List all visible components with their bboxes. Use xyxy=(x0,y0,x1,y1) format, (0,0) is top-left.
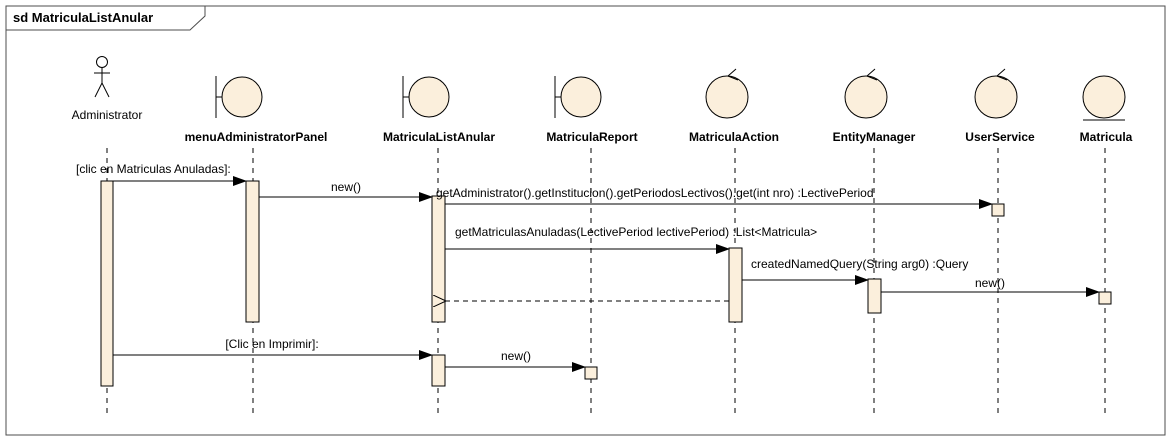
lifeline-label-entity-manager: EntityManager xyxy=(833,130,916,144)
lifeline-label-menu-panel: menuAdministratorPanel xyxy=(185,130,328,144)
diagram-frame xyxy=(5,5,1166,436)
activation-report xyxy=(584,366,598,380)
frame-title-tab xyxy=(6,6,206,31)
message-label: new() xyxy=(975,276,1005,290)
lifeline-label-list-anular: MatriculaListAnular xyxy=(383,130,495,144)
boundary-icon xyxy=(402,76,450,118)
lifeline-label-user-service: UserService xyxy=(965,130,1035,144)
activation-list-anular-2 xyxy=(431,354,446,387)
activation-entity-manager xyxy=(867,278,882,314)
activation-menu-panel xyxy=(245,180,260,323)
message-label: [Clic en Imprimir]: xyxy=(225,337,318,351)
lifeline-label-action: MatriculaAction xyxy=(689,130,779,144)
message-label: new() xyxy=(331,180,361,194)
control-icon xyxy=(844,68,888,119)
message-label: getAdministrator().getInstitucion().getP… xyxy=(436,186,874,200)
activation-matricula xyxy=(1098,291,1112,305)
actor-icon xyxy=(94,56,110,98)
actor-label-administrator: Administrator xyxy=(72,108,143,122)
entity-icon xyxy=(1082,75,1126,121)
control-icon xyxy=(974,68,1018,119)
control-icon xyxy=(705,68,749,119)
boundary-icon xyxy=(215,76,263,118)
activation-administrator xyxy=(100,180,114,387)
activation-list-anular xyxy=(431,195,446,323)
frame-title: sd MatriculaListAnular xyxy=(13,10,153,25)
lifeline-label-matricula: Matricula xyxy=(1080,130,1133,144)
message-label: [clic en Matriculas Anuladas]: xyxy=(76,162,231,176)
message-label: new() xyxy=(501,349,531,363)
message-label: createdNamedQuery(String arg0) :Query xyxy=(751,257,968,271)
lifeline-label-report: MatriculaReport xyxy=(546,130,637,144)
activation-user-service xyxy=(991,203,1005,217)
message-label: getMatriculasAnuladas(LectivePeriod lect… xyxy=(455,225,817,239)
activation-action xyxy=(728,247,743,323)
boundary-icon xyxy=(554,76,602,118)
